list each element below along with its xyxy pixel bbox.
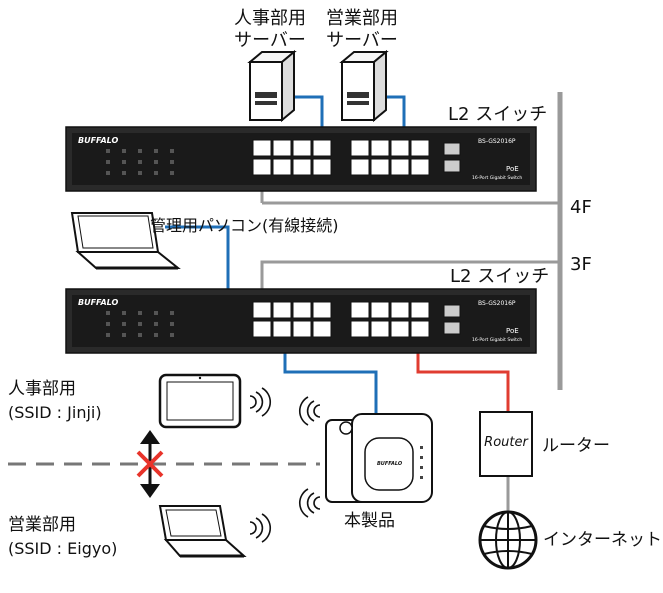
switch-bottom-desc: 16-Port Gigabit Switch bbox=[472, 337, 522, 343]
sales-laptop-icon bbox=[158, 505, 247, 558]
admin-laptop-icon bbox=[70, 212, 181, 270]
hr-server-label-2: サーバー bbox=[234, 30, 306, 51]
switch-bottom-model: BS-GS2016P bbox=[478, 300, 516, 307]
switch-bottom-brand: BUFFALO bbox=[78, 298, 118, 307]
l2-switch-bottom-label: L2 スイッチ bbox=[450, 266, 549, 287]
router-text: Router bbox=[484, 435, 529, 450]
switch-bottom-poe: PoE bbox=[506, 327, 519, 335]
sales-server-label-1: 営業部用 bbox=[326, 8, 398, 29]
tablet-wifi-icon bbox=[249, 387, 271, 417]
floor-4f-label: 4F bbox=[570, 197, 592, 218]
switch-top-desc: 16-Port Gigabit Switch bbox=[472, 175, 522, 181]
switch-top-brand: BUFFALO bbox=[78, 136, 118, 145]
blocked-arrow-icon bbox=[136, 430, 164, 498]
router-label: ルーター bbox=[542, 436, 610, 456]
laptop-wifi-icon bbox=[249, 513, 271, 543]
ap-brand: BUFFALO bbox=[377, 461, 403, 467]
hr-dept-label-2: (SSID : Jinji) bbox=[8, 403, 102, 422]
sales-server-label-2: サーバー bbox=[326, 30, 398, 51]
this-product-label: 本製品 bbox=[344, 511, 395, 531]
floor-3f-label: 3F bbox=[570, 254, 592, 275]
globe-icon bbox=[478, 510, 538, 570]
switch-top-poe: PoE bbox=[506, 165, 519, 173]
hr-server-label-1: 人事部用 bbox=[234, 8, 306, 29]
switch-top-model: BS-GS2016P bbox=[478, 138, 516, 145]
sales-dept-label-1: 営業部用 bbox=[8, 515, 76, 535]
tablet-icon bbox=[158, 373, 242, 429]
l2-switch-top: BUFFALO BS-GS2016P PoE 16-Port Gigabit S… bbox=[65, 126, 537, 192]
sales-server bbox=[339, 49, 389, 123]
ap-wifi-bottom-icon bbox=[299, 488, 321, 518]
l2-switch-top-label: L2 スイッチ bbox=[448, 104, 547, 125]
l2-switch-bottom: BUFFALO BS-GS2016P PoE 16-Port Gigabit S… bbox=[65, 288, 537, 354]
ap-wifi-top-icon bbox=[299, 396, 321, 426]
admin-pc-label: 管理用パソコン(有線接続) bbox=[150, 216, 339, 235]
internet-label: インターネット bbox=[543, 530, 662, 550]
access-point-device: BUFFALO bbox=[325, 413, 433, 503]
hr-dept-label-1: 人事部用 bbox=[8, 379, 76, 399]
sales-dept-label-2: (SSID : Eigyo) bbox=[8, 539, 117, 558]
router-device: Router bbox=[479, 411, 533, 477]
hr-server bbox=[247, 49, 297, 123]
